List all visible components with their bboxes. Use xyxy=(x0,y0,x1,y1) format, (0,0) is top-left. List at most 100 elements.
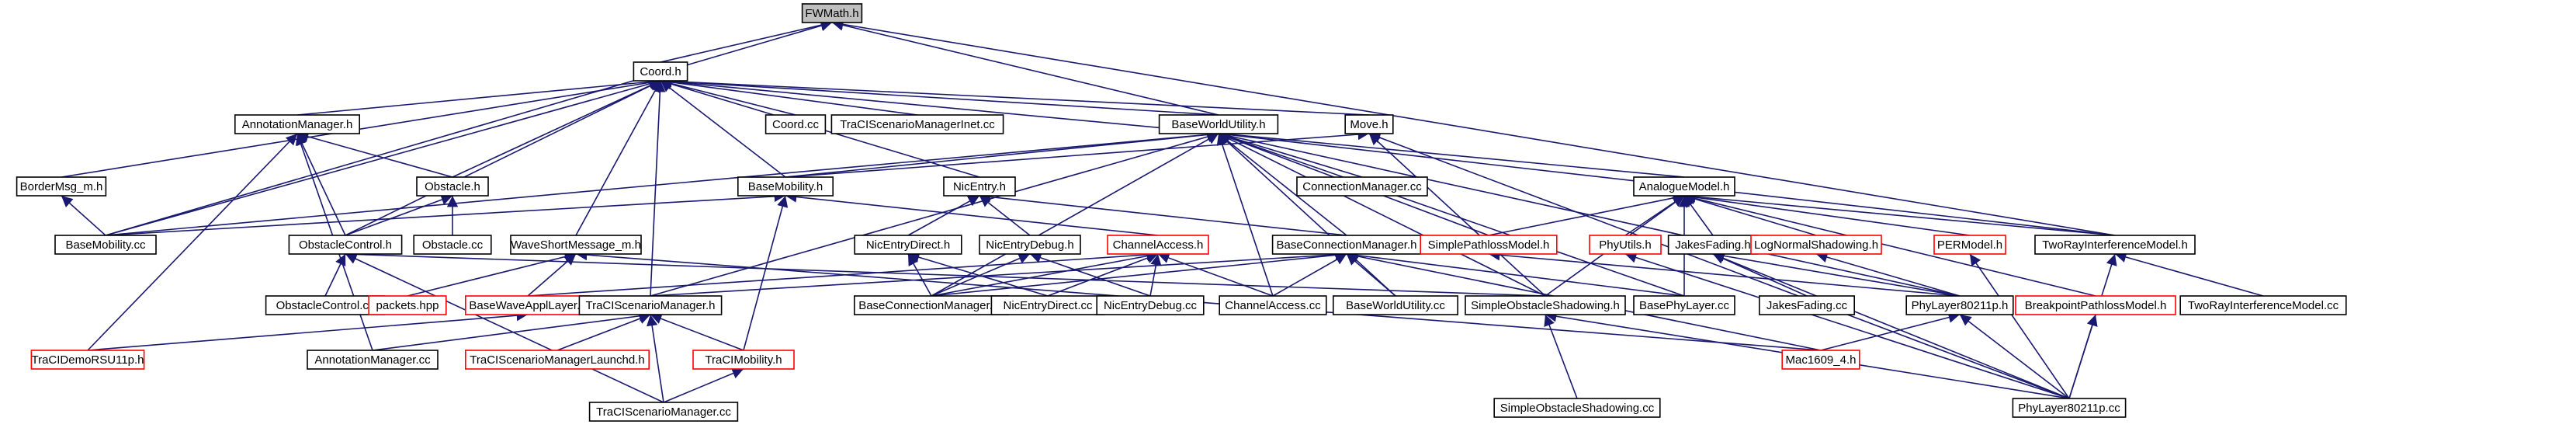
node-tracilaunch[interactable]: TraCIScenarioManagerLaunchd.h xyxy=(464,350,650,370)
node-bwucc[interactable]: BaseWorldUtility.cc xyxy=(1333,295,1459,315)
node-box xyxy=(288,235,403,255)
edge-fwmath-to-tworay xyxy=(831,19,2116,236)
node-simpleshadh[interactable]: SimpleObstacleShadowing.h xyxy=(1465,295,1626,315)
node-label: TraCIScenarioManager.cc xyxy=(596,405,731,419)
node-label: TwoRayInterferenceModel.cc xyxy=(2188,299,2339,312)
node-box xyxy=(854,235,962,255)
node-tworay[interactable]: TwoRayInterferenceModel.h xyxy=(2034,235,2196,255)
node-mac1609[interactable]: Mac1609_4.h xyxy=(1781,350,1860,370)
edge-baseconn-to-chacccc xyxy=(1272,253,1347,297)
node-jakes[interactable]: JakesFading.h xyxy=(1667,235,1759,255)
node-tracidemo[interactable]: TraCIDemoRSU11p.h xyxy=(30,350,145,370)
node-baseconn[interactable]: BaseConnectionManager.h xyxy=(1271,235,1422,255)
node-label: WaveShortMessage_m.h xyxy=(511,238,641,252)
node-box xyxy=(1933,235,2006,255)
node-simpleshadcc[interactable]: SimpleObstacleShadowing.cc xyxy=(1493,398,1661,418)
node-annmgr[interactable]: AnnotationManager.h xyxy=(234,114,360,134)
node-obstacleh[interactable]: Obstacle.h xyxy=(416,176,489,197)
node-basemobcc[interactable]: BaseMobility.cc xyxy=(54,235,157,255)
node-packets[interactable]: packets.hpp xyxy=(368,295,447,315)
edge-obsctl-to-tracimgrcc xyxy=(345,253,664,403)
edge-obstacleh-to-obsctl xyxy=(345,194,453,236)
node-box xyxy=(1107,235,1209,255)
node-label: SimpleObstacleShadowing.cc xyxy=(1500,402,1655,415)
node-nicdirectcc[interactable]: NicEntryDirect.cc xyxy=(990,295,1105,315)
node-label: FWMath.h xyxy=(805,7,858,20)
node-fwmath[interactable]: FWMath.h xyxy=(801,3,863,23)
node-bwu[interactable]: BaseWorldUtility.h xyxy=(1158,114,1279,134)
node-box xyxy=(1420,235,1558,255)
node-connmgrcc[interactable]: ConnectionManager.cc xyxy=(1296,176,1428,197)
node-bwal[interactable]: BaseWaveApplLayer.h xyxy=(464,295,591,315)
edge-wsm-to-bwal xyxy=(527,253,577,297)
node-box xyxy=(464,350,650,370)
node-label: TraCIScenarioManagerLaunchd.h xyxy=(470,353,644,367)
edge-coord-to-tracimgr xyxy=(650,80,666,297)
edge-permodel-to-phy80211cc xyxy=(1969,253,2070,399)
node-jakescc[interactable]: JakesFading.cc xyxy=(1759,295,1856,315)
node-tworaycc[interactable]: TwoRayInterferenceModel.cc xyxy=(2179,295,2347,315)
node-lognormal[interactable]: LogNormalShadowing.h xyxy=(1750,235,1882,255)
edge-coord-to-wsm xyxy=(575,80,661,236)
node-tracimgr[interactable]: TraCIScenarioManager.h xyxy=(578,295,723,315)
node-permodel[interactable]: PERModel.h xyxy=(1933,235,2006,255)
node-obsctl[interactable]: ObstacleControl.h xyxy=(288,235,403,255)
node-chacccc[interactable]: ChannelAccess.cc xyxy=(1219,295,1327,315)
node-phy80211h[interactable]: PhyLayer80211p.h xyxy=(1905,295,2014,315)
edge-bwal-to-tracidemo xyxy=(87,309,529,351)
node-wsm[interactable]: WaveShortMessage_m.h xyxy=(510,235,642,255)
node-tracinet[interactable]: TraCIScenarioManagerInet.cc xyxy=(830,114,1004,134)
node-nicdebug[interactable]: NicEntryDebug.h xyxy=(979,235,1081,255)
node-analogue[interactable]: AnalogueModel.h xyxy=(1633,176,1735,197)
node-label: Mac1609_4.h xyxy=(1786,353,1857,367)
node-bordermsg[interactable]: BorderMsg_m.h xyxy=(16,176,107,197)
edge-bwu-to-tracimgr xyxy=(650,131,1219,297)
node-box xyxy=(413,235,492,255)
node-phyutils[interactable]: PhyUtils.h xyxy=(1589,235,1662,255)
node-phy80211cc[interactable]: PhyLayer80211p.cc xyxy=(2012,398,2127,418)
edge-tracimgr-to-annmgrcc xyxy=(372,310,651,351)
node-box xyxy=(16,176,107,197)
node-label: ObstacleControl.cc xyxy=(276,299,375,312)
node-box xyxy=(307,350,439,370)
node-nicdebugcc[interactable]: NicEntryDebug.cc xyxy=(1096,295,1205,315)
node-label: NicEntryDirect.h xyxy=(866,238,950,252)
node-nicdirect[interactable]: NicEntryDirect.h xyxy=(854,235,962,255)
node-chacc[interactable]: ChannelAccess.h xyxy=(1107,235,1209,255)
node-label: Obstacle.h xyxy=(425,180,480,193)
node-tracimgrcc[interactable]: TraCIScenarioManager.cc xyxy=(588,402,739,422)
edge-phy80211h-to-phy80211cc xyxy=(1959,314,2070,399)
node-label: BaseWorldUtility.h xyxy=(1171,118,1265,131)
node-bkpath[interactable]: BreakpointPathlossModel.h xyxy=(2015,295,2176,315)
node-box xyxy=(1781,350,1860,370)
edge-nicdebug-to-baseconncc xyxy=(931,253,1031,297)
node-obstaclecc[interactable]: Obstacle.cc xyxy=(413,235,492,255)
node-nicentry[interactable]: NicEntry.h xyxy=(943,176,1016,197)
node-coord[interactable]: Coord.h xyxy=(633,61,688,82)
node-box xyxy=(854,295,1010,315)
edge-basemob-to-chacc xyxy=(785,191,1159,236)
edge-nicentry-to-nicdebug xyxy=(979,195,1031,236)
edge-tracimgr-to-tracimgrcc xyxy=(647,314,664,403)
node-label: SimplePathlossModel.h xyxy=(1428,238,1550,252)
node-box xyxy=(54,235,157,255)
edge-coord-to-bordermsg xyxy=(61,77,661,178)
node-basemob[interactable]: BaseMobility.h xyxy=(737,176,834,197)
node-annmgrcc[interactable]: AnnotationManager.cc xyxy=(307,350,439,370)
edge-baseconn-to-tracimgr xyxy=(650,249,1347,297)
node-tracimob[interactable]: TraCIMobility.h xyxy=(692,350,795,370)
node-baseconncc[interactable]: BaseConnectionManager.cc xyxy=(854,295,1010,315)
node-box xyxy=(1333,295,1459,315)
node-box xyxy=(1344,114,1394,134)
edge-baseconn-to-basephycc xyxy=(1346,249,1685,297)
node-coordcc[interactable]: Coord.cc xyxy=(764,114,827,134)
node-move[interactable]: Move.h xyxy=(1344,114,1394,134)
node-basephycc[interactable]: BasePhyLayer.cc xyxy=(1633,295,1735,315)
node-label: ChannelAccess.h xyxy=(1113,238,1204,252)
node-simplepath[interactable]: SimplePathlossModel.h xyxy=(1420,235,1558,255)
node-obsctlcc[interactable]: ObstacleControl.cc xyxy=(265,295,386,315)
edge-coord-to-annmgr xyxy=(296,76,661,116)
node-box xyxy=(1465,295,1626,315)
node-label: TraCIMobility.h xyxy=(705,353,782,367)
node-box xyxy=(979,235,1081,255)
